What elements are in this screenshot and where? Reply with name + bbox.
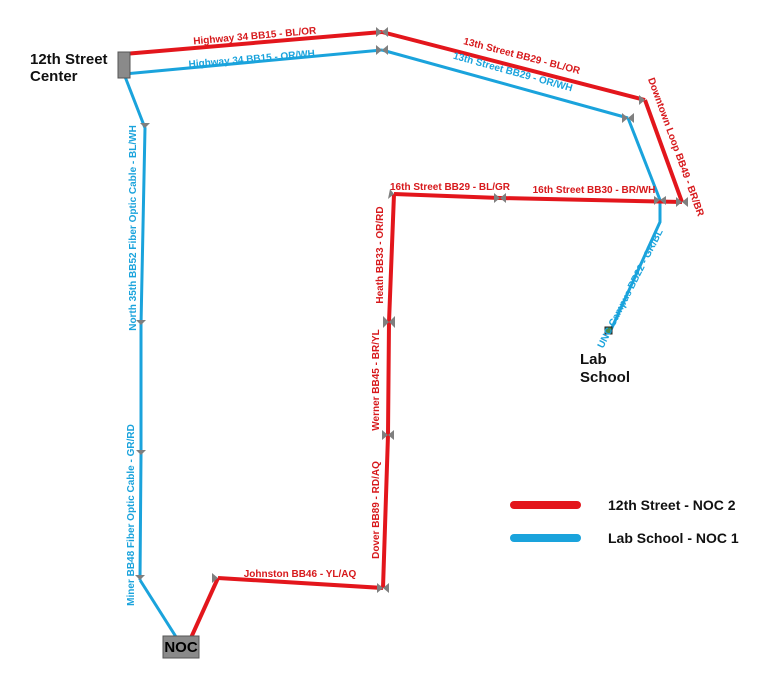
route-line-johnston-to-noc xyxy=(188,577,220,641)
splice-marker xyxy=(682,197,688,207)
splice-marker xyxy=(388,430,394,440)
segment-label: Johnston BB46 - YL/AQ xyxy=(244,569,357,580)
splice-marker xyxy=(376,45,382,55)
segment-label: North 35th BB52 Fiber Optic Cable - BL/W… xyxy=(128,125,139,331)
twelfth-street-node xyxy=(117,51,131,79)
splice-marker xyxy=(389,316,395,328)
segment-label: 16th Street BB29 - BL/GR xyxy=(390,182,511,193)
legend-label: 12th Street - NOC 2 xyxy=(608,497,736,513)
segment-label: 16th Street BB30 - BR/WH xyxy=(533,185,656,196)
splice-markers xyxy=(135,27,688,593)
splice-marker xyxy=(628,113,634,123)
splice-marker xyxy=(639,95,645,105)
route-line-13th-street-bl-or xyxy=(381,30,646,102)
route-line-downtown-loop xyxy=(643,99,684,203)
legend: 12th Street - NOC 2 Lab School - NOC 1 xyxy=(510,497,739,546)
twelfth-street-label: Center xyxy=(30,68,78,85)
noc-label: NOC xyxy=(164,639,198,656)
splice-marker xyxy=(500,193,506,203)
segment-label: Highway 34 BB15 - OR/WH xyxy=(188,49,315,71)
blue-route xyxy=(122,48,662,641)
splice-marker xyxy=(136,320,146,325)
splice-marker xyxy=(136,450,146,455)
lab-school-label: School xyxy=(580,369,630,386)
splice-marker xyxy=(376,27,382,37)
splice-marker xyxy=(383,583,389,593)
segment-label: UNC Campus BB22 - GR/BL xyxy=(596,227,666,350)
splice-marker xyxy=(622,113,628,123)
route-line-heath-werner-dover xyxy=(381,193,396,589)
splice-marker xyxy=(140,123,150,128)
splice-marker xyxy=(135,575,145,580)
splice-marker xyxy=(383,316,389,328)
legend-label: Lab School - NOC 1 xyxy=(608,530,739,546)
splice-marker xyxy=(377,583,383,593)
segment-label: Heath BB33 - OR/RD xyxy=(375,206,386,303)
red-route xyxy=(123,30,684,641)
splice-marker xyxy=(382,430,388,440)
splice-marker xyxy=(676,197,682,207)
route-line-highway34-or-wh xyxy=(123,48,383,76)
route-line-13th-street-or-wh xyxy=(381,48,629,120)
splice-marker xyxy=(382,27,388,37)
segment-label: Dover BB89 - RD/AQ xyxy=(371,461,382,559)
splice-marker xyxy=(212,573,218,583)
route-line-miner xyxy=(138,579,180,641)
lab-school-label: Lab xyxy=(580,351,607,368)
twelfth-street-label: 12th Street xyxy=(30,51,108,68)
segment-label: Miner BB48 Fiber Optic Cable - GR/RD xyxy=(126,424,137,606)
lab-school-node xyxy=(604,326,613,335)
route-line-unc-campus xyxy=(608,200,662,333)
route-line-highway34-bl-or xyxy=(123,30,383,56)
splice-marker xyxy=(382,45,388,55)
route-line-johnston xyxy=(217,576,384,590)
splice-marker xyxy=(654,196,660,205)
splice-marker xyxy=(494,193,500,203)
splice-marker xyxy=(660,196,666,205)
noc-node xyxy=(162,635,200,659)
route-line-13th-to-16th-link xyxy=(626,117,662,201)
segment-label: Werner BB45 - BR/YL xyxy=(371,329,382,431)
splice-marker xyxy=(388,189,394,199)
